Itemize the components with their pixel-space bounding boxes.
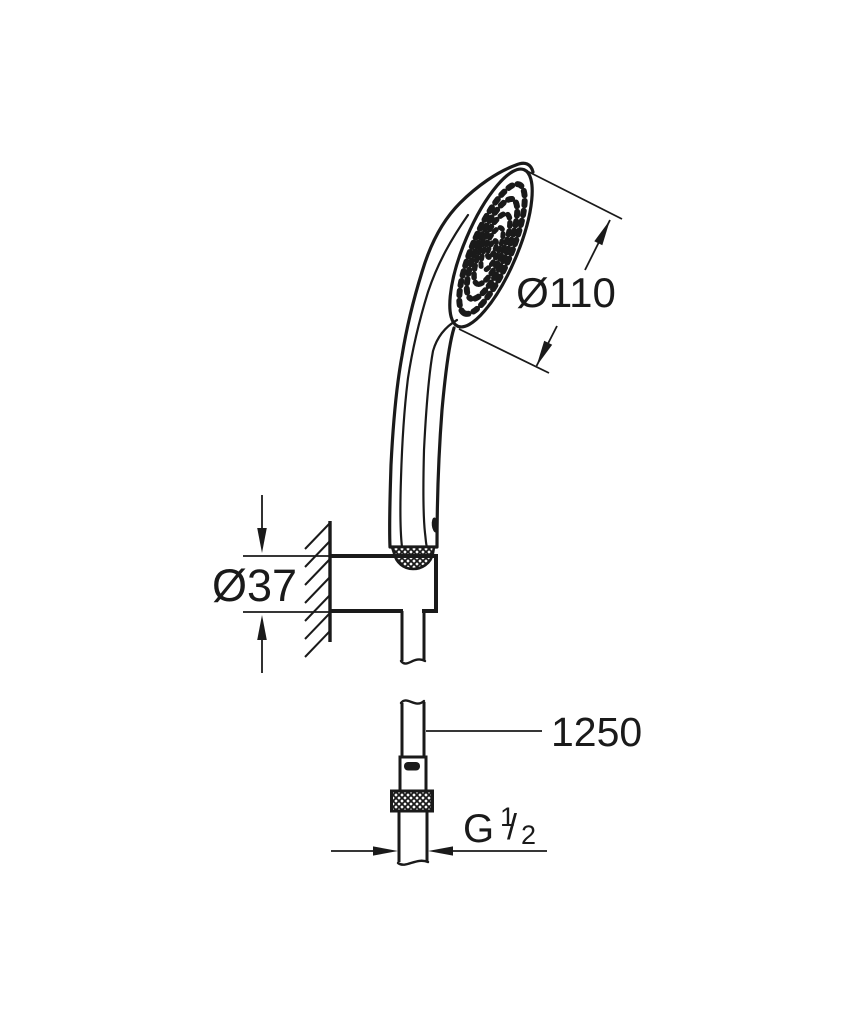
thread-label-numerator: 1: [500, 802, 515, 832]
dimension-arrow: [594, 220, 610, 246]
handle-contour-right: [422, 318, 459, 549]
wall-mount: [304, 521, 438, 658]
hose-knurled-nut: [390, 789, 434, 813]
hose-break-bottom: [399, 699, 426, 705]
thread-label-denominator: 2: [521, 820, 536, 850]
dimension-arrow: [428, 846, 453, 856]
thread-label-slash: /: [507, 806, 517, 847]
dimension-arrow: [257, 615, 267, 640]
dimension-hose-length: 1250: [426, 709, 642, 755]
extension-line: [526, 170, 623, 220]
wall-holder-body: [329, 554, 438, 613]
extension-line: [458, 328, 550, 374]
head-diameter-label: Ø110: [516, 269, 616, 316]
dimension-arrow: [536, 340, 553, 366]
holder-diameter-label: Ø37: [212, 560, 297, 611]
dimension-arrow: [373, 846, 398, 856]
dimension-arrow: [257, 528, 267, 553]
hose-length-label: 1250: [551, 709, 642, 755]
dimension-holder-diameter: Ø37: [212, 495, 330, 673]
thread-end-break: [396, 859, 430, 866]
handle-button: [431, 517, 439, 533]
hose-break-top: [399, 658, 427, 665]
hose-connector: [398, 755, 428, 791]
hose-thread-end: [397, 811, 429, 862]
dimension-head-diameter: Ø110: [458, 170, 623, 374]
connector-detail: [404, 762, 420, 771]
wall-hatching: [304, 522, 331, 658]
shower-head-outline: [387, 161, 535, 549]
shower-hose: [390, 611, 434, 866]
spray-face-nozzles: [456, 181, 528, 317]
spray-face-rim: [448, 167, 534, 329]
dimension-thread: G 1 / 2: [331, 802, 547, 856]
thread-label-letter: G: [463, 807, 494, 851]
hose-upper-segment: [400, 611, 426, 661]
hose-lower-segment: [400, 702, 426, 757]
handle-contour-left: [399, 213, 470, 549]
